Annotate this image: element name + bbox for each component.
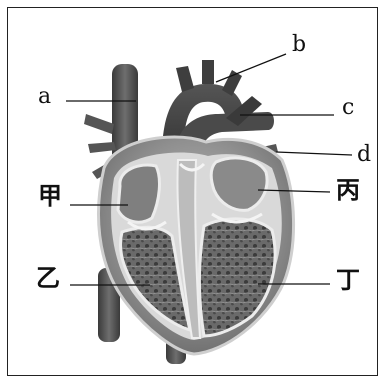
label-b: b	[292, 34, 306, 56]
label-a: a	[38, 86, 51, 108]
label-d: d	[357, 144, 371, 166]
left-ventricle	[200, 219, 276, 336]
label-ding: 丁	[336, 268, 360, 292]
label-jia: 甲	[38, 184, 62, 208]
label-yi: 乙	[36, 266, 60, 290]
leader-line-b	[216, 54, 286, 82]
label-c: c	[342, 97, 354, 119]
label-bing: 丙	[336, 178, 360, 202]
leader-line-d	[276, 152, 352, 155]
right-atrium	[118, 165, 159, 222]
